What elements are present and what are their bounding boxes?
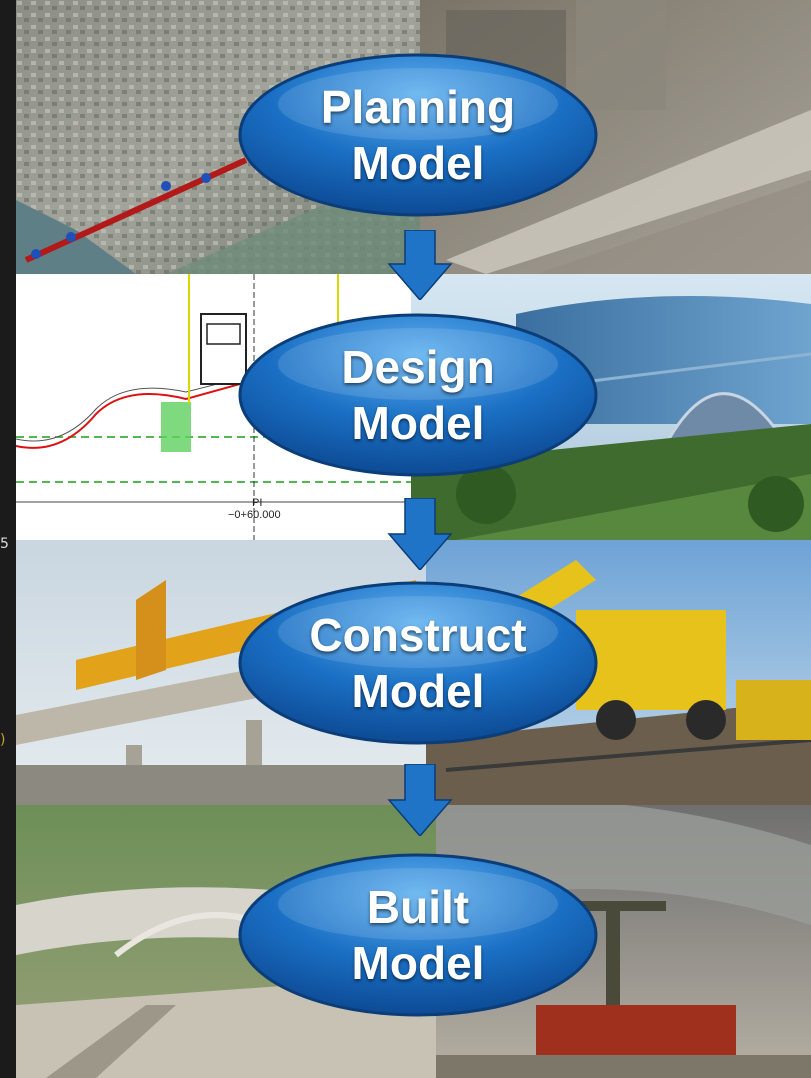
stage-label-line1: Construct: [309, 609, 527, 661]
stage-label-line1: Planning: [320, 81, 516, 133]
down-arrow-icon: [387, 764, 453, 836]
stage-label-line2: Model: [351, 397, 485, 449]
stage-label-line2: Model: [351, 665, 485, 717]
stage-label-line1: Design: [341, 341, 495, 393]
stage-label: Planning Model: [321, 79, 515, 191]
down-arrow-icon: [387, 498, 453, 570]
stage-node-design: Design Model: [237, 312, 599, 478]
stage-label-line1: Built: [366, 881, 470, 933]
edge-glyph: ): [0, 732, 6, 748]
stage-label: Construct Model: [309, 607, 526, 719]
flow-arrow: [387, 498, 453, 570]
down-arrow-icon: [387, 230, 453, 300]
stage-node-construct: Construct Model: [237, 580, 599, 746]
drawing-chainage-label: −0+60.000: [228, 509, 281, 521]
drawing-station-label: PI: [252, 497, 262, 509]
edge-glyph: 5: [0, 536, 9, 552]
flow-arrow: [387, 764, 453, 836]
stage-node-planning: Planning Model: [237, 52, 599, 218]
stage-node-built: Built Model: [237, 852, 599, 1018]
flow-arrow: [387, 230, 453, 300]
stage-label-line2: Model: [351, 137, 485, 189]
stage-label: Design Model: [341, 339, 494, 451]
left-edge-strip: 5 ): [0, 0, 16, 1078]
stage-label: Built Model: [352, 879, 485, 991]
stage-label-line2: Model: [351, 937, 485, 989]
